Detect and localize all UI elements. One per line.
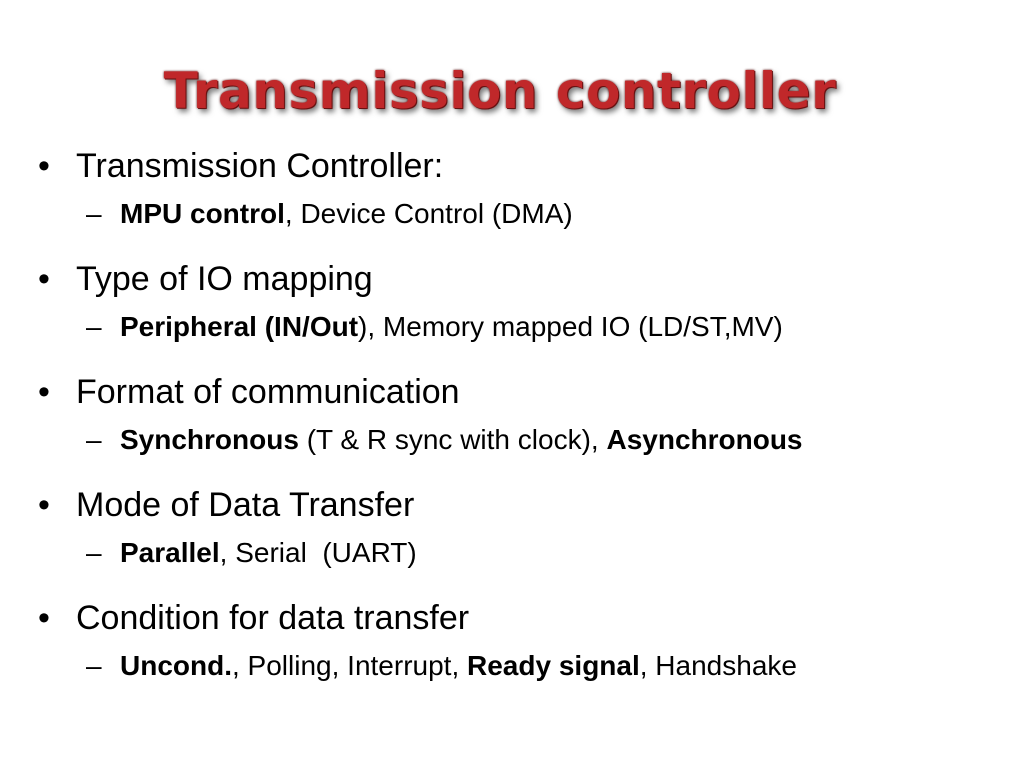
- sub-item-text: , Serial (UART): [219, 537, 417, 568]
- bullet-list: • Transmission Controller: – MPU control…: [38, 140, 998, 705]
- sub-item-text: , Device Control (DMA): [284, 198, 573, 229]
- sub-item-text: ), Memory mapped IO (LD/ST,MV): [358, 311, 783, 342]
- sub-item-bold-text: Asynchronous: [606, 424, 803, 455]
- dash-icon: –: [86, 537, 102, 568]
- sub-item: – MPU control, Device Control (DMA): [38, 192, 998, 236]
- bullet-item: • Format of communication: [38, 366, 998, 418]
- sub-item-bold-text: Parallel: [120, 537, 220, 568]
- sub-item-text: (T & R sync with clock),: [298, 424, 607, 455]
- dash-icon: –: [86, 424, 102, 455]
- bullet-label: Condition for data transfer: [76, 599, 470, 637]
- sub-item-bold-text: MPU control: [120, 198, 285, 229]
- bullet-label: Format of communication: [76, 373, 460, 411]
- sub-item: – Parallel, Serial (UART): [38, 531, 998, 575]
- bullet-icon: •: [38, 147, 50, 185]
- sub-item: – Peripheral (IN/Out), Memory mapped IO …: [38, 305, 998, 349]
- slide-title: Transmission controller: [163, 62, 837, 120]
- bullet-icon: •: [38, 486, 50, 524]
- bullet-label: Type of IO mapping: [76, 260, 373, 298]
- bullet-item: • Type of IO mapping: [38, 253, 998, 305]
- bullet-icon: •: [38, 373, 50, 411]
- sub-item: – Synchronous (T & R sync with clock), A…: [38, 418, 998, 462]
- dash-icon: –: [86, 311, 102, 342]
- bullet-label: Transmission Controller:: [76, 147, 444, 185]
- sub-item-text: , Handshake: [639, 650, 797, 681]
- sub-item-text: , Polling, Interrupt,: [232, 650, 468, 681]
- dash-icon: –: [86, 198, 102, 229]
- bullet-item: • Condition for data transfer: [38, 592, 998, 644]
- sub-item-bold-text: Peripheral (IN/Out: [120, 311, 359, 342]
- sub-item: – Uncond., Polling, Interrupt, Ready sig…: [38, 644, 998, 688]
- bullet-item: • Transmission Controller:: [38, 140, 998, 192]
- sub-item-bold-text: Synchronous: [120, 424, 299, 455]
- bullet-icon: •: [38, 599, 50, 637]
- bullet-icon: •: [38, 260, 50, 298]
- bullet-item: • Mode of Data Transfer: [38, 479, 998, 531]
- dash-icon: –: [86, 650, 102, 681]
- sub-item-bold-text: Ready signal: [467, 650, 640, 681]
- bullet-label: Mode of Data Transfer: [76, 486, 415, 524]
- sub-item-bold-text: Uncond.: [120, 650, 232, 681]
